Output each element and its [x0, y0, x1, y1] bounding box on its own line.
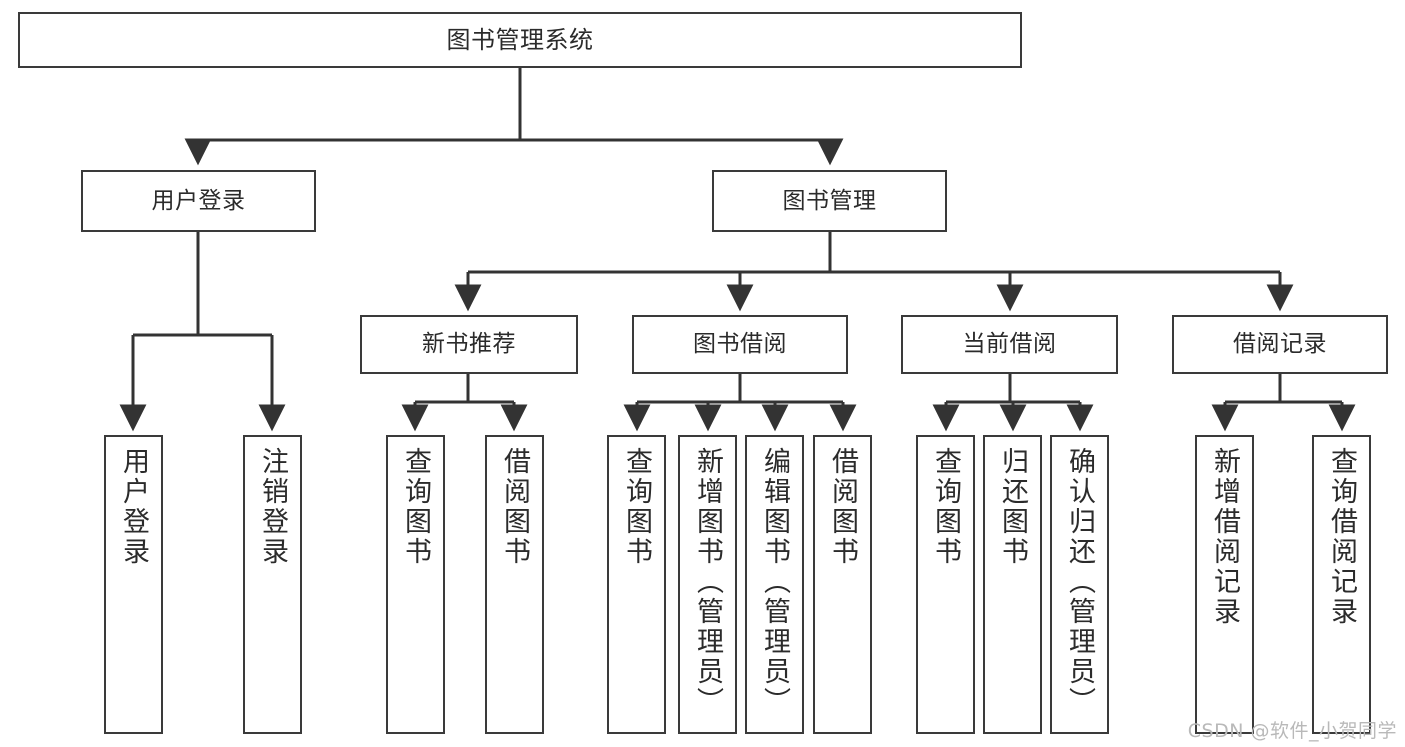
- node-root[interactable]: 图书管理系统: [18, 12, 1022, 68]
- node-leaf-query-book-1-label: 查询图书: [400, 447, 431, 567]
- node-leaf-query-book-2-label: 查询图书: [621, 447, 652, 567]
- node-leaf-query-book-3-label: 查询图书: [930, 447, 961, 567]
- node-new-book-recommend-label: 新书推荐: [422, 331, 516, 358]
- node-leaf-borrow-book-2-label: 借阅图书: [827, 447, 858, 567]
- node-leaf-query-book-3[interactable]: 查询图书: [916, 435, 975, 734]
- node-leaf-edit-book-admin-label: 编辑图书（管理员）: [759, 447, 790, 717]
- node-leaf-query-borrow-record[interactable]: 查询借阅记录: [1312, 435, 1371, 734]
- node-borrow-record-label: 借阅记录: [1233, 331, 1327, 358]
- node-leaf-user-login-label: 用户登录: [118, 447, 149, 567]
- node-user-login-label: 用户登录: [151, 187, 246, 214]
- node-leaf-add-book-admin-label: 新增图书（管理员）: [692, 447, 723, 717]
- node-leaf-borrow-book-1-label: 借阅图书: [499, 447, 530, 567]
- node-leaf-query-borrow-record-label: 查询借阅记录: [1326, 447, 1357, 627]
- node-leaf-add-borrow-record-label: 新增借阅记录: [1209, 447, 1240, 627]
- node-leaf-confirm-return-admin-label: 确认归还（管理员）: [1064, 447, 1095, 717]
- node-new-book-recommend[interactable]: 新书推荐: [360, 315, 578, 374]
- node-user-login[interactable]: 用户登录: [81, 170, 316, 232]
- node-book-borrow[interactable]: 图书借阅: [632, 315, 848, 374]
- node-current-borrow-label: 当前借阅: [962, 331, 1057, 358]
- node-current-borrow[interactable]: 当前借阅: [901, 315, 1118, 374]
- node-book-borrow-label: 图书借阅: [693, 331, 787, 358]
- node-leaf-edit-book-admin[interactable]: 编辑图书（管理员）: [745, 435, 804, 734]
- node-leaf-logout-label: 注销登录: [257, 447, 288, 567]
- node-leaf-add-borrow-record[interactable]: 新增借阅记录: [1195, 435, 1254, 734]
- node-leaf-query-book-2[interactable]: 查询图书: [607, 435, 666, 734]
- node-leaf-add-book-admin[interactable]: 新增图书（管理员）: [678, 435, 737, 734]
- node-leaf-query-book-1[interactable]: 查询图书: [386, 435, 445, 734]
- node-leaf-logout[interactable]: 注销登录: [243, 435, 302, 734]
- node-book-management-label: 图书管理: [782, 187, 877, 214]
- csdn-watermark: CSDN @软件_小贺同学: [1187, 720, 1397, 742]
- node-book-management[interactable]: 图书管理: [712, 170, 947, 232]
- node-root-label: 图书管理系统: [446, 26, 594, 54]
- node-leaf-borrow-book-1[interactable]: 借阅图书: [485, 435, 544, 734]
- node-leaf-return-book-label: 归还图书: [997, 447, 1028, 567]
- node-leaf-return-book[interactable]: 归还图书: [983, 435, 1042, 734]
- node-leaf-user-login[interactable]: 用户登录: [104, 435, 163, 734]
- node-leaf-confirm-return-admin[interactable]: 确认归还（管理员）: [1050, 435, 1109, 734]
- node-leaf-borrow-book-2[interactable]: 借阅图书: [813, 435, 872, 734]
- node-borrow-record[interactable]: 借阅记录: [1172, 315, 1388, 374]
